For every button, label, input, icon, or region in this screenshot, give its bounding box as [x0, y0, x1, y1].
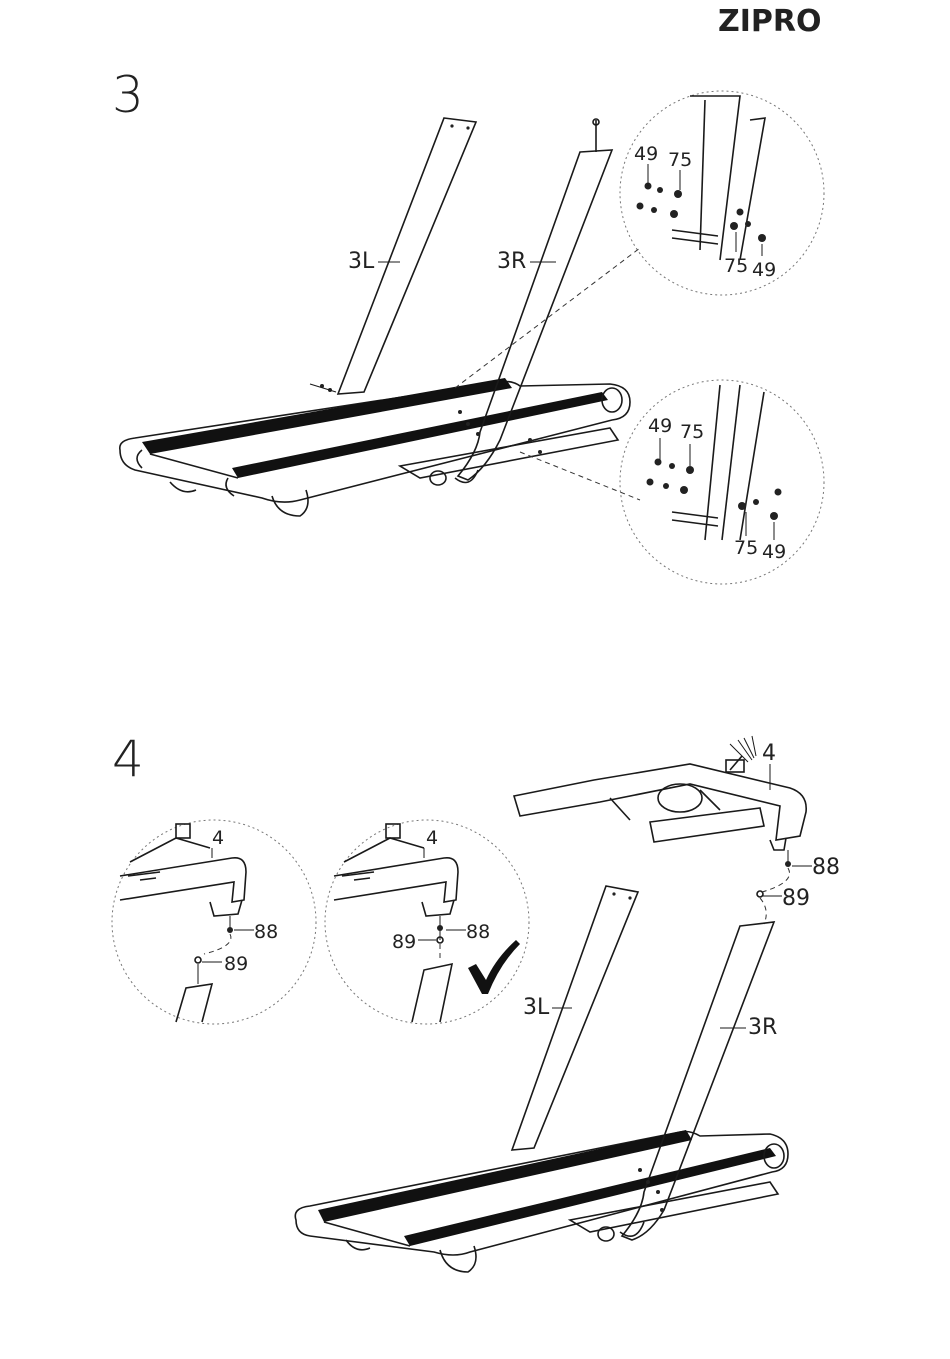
detail-circle-bottom-step3: 49 75 75 49 — [620, 380, 824, 584]
detail-left-89: 89 — [224, 953, 248, 975]
detail-right-console-4: 4 — [426, 827, 438, 849]
label-console-4: 4 — [762, 741, 776, 766]
detail-top-washer-75b: 75 — [724, 255, 748, 277]
label-3R-step3: 3R — [497, 249, 526, 274]
detail-bottom-bolt-49a: 49 — [648, 415, 672, 437]
detail-bottom-washer-75a: 75 — [680, 421, 704, 443]
detail-circle-right-step4: 4 88 89 — [325, 820, 529, 1024]
step-3-illustration: 3L 3R 49 75 75 49 — [120, 91, 824, 584]
detail-bottom-washer-75b: 75 — [734, 537, 758, 559]
detail-right-88: 88 — [466, 921, 490, 943]
detail-circle-left-step4: 4 88 89 — [112, 820, 316, 1024]
checkmark-icon — [468, 940, 520, 994]
label-3L-step4: 3L — [523, 995, 550, 1020]
label-connector-89: 89 — [782, 886, 810, 911]
detail-right-89: 89 — [392, 931, 416, 953]
detail-top-bolt-49b: 49 — [752, 259, 776, 281]
detail-top-bolt-49a: 49 — [634, 143, 658, 165]
treadmill-deck-step4 — [295, 1130, 788, 1272]
detail-bottom-bolt-49b: 49 — [762, 541, 786, 563]
detail-top-washer-75a: 75 — [668, 149, 692, 171]
detail-left-88: 88 — [254, 921, 278, 943]
detail-circle-top-step3: 49 75 75 49 — [620, 91, 824, 295]
label-3L-step3: 3L — [348, 249, 375, 274]
treadmill-deck-step3 — [120, 378, 630, 516]
label-connector-88: 88 — [812, 855, 840, 880]
detail-left-console-4: 4 — [212, 827, 224, 849]
label-3R-step4: 3R — [748, 1015, 777, 1040]
step-4-illustration: 4 88 89 — [112, 736, 840, 1272]
upright-3L-step3 — [310, 118, 476, 394]
